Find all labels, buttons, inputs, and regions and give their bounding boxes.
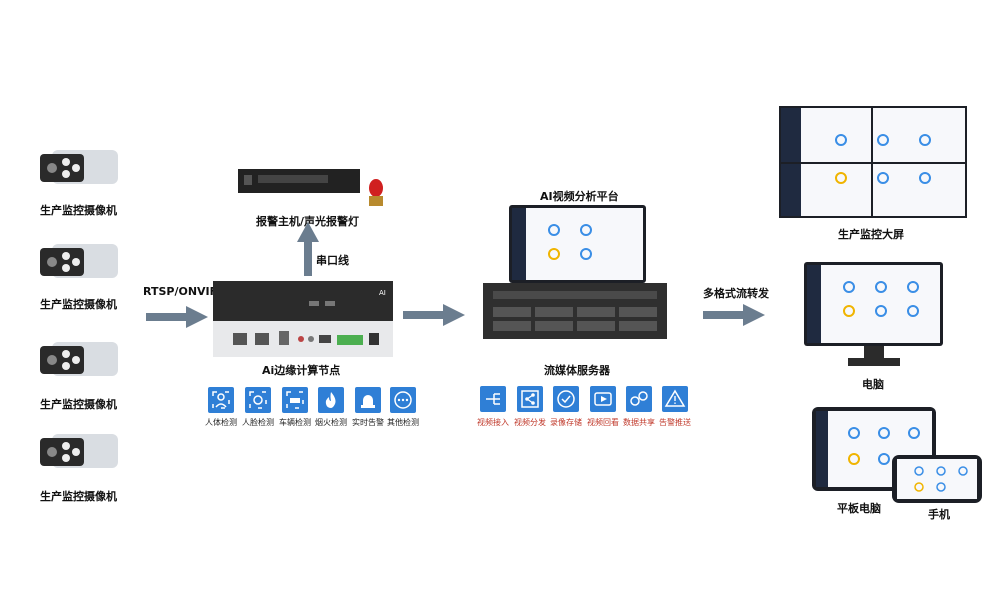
edge-function-label: 人脸检测 (242, 418, 274, 427)
media-server-device (483, 283, 667, 343)
edge-function-label: 人体检测 (205, 418, 237, 427)
alarm-label: 报警主机/声光报警灯 (256, 215, 360, 228)
camera-icon (38, 242, 120, 282)
fire-icon (318, 387, 344, 413)
alarm-host-icon (238, 165, 364, 195)
server-function-label: 告警推送 (659, 418, 691, 427)
server-function-label: 数据共享 (623, 418, 655, 427)
server-function-label: 录像存储 (550, 418, 582, 427)
car-scan-icon (282, 387, 308, 413)
face-scan-icon (245, 387, 271, 413)
platform-screen (509, 205, 646, 283)
server-function-label: 视频分发 (514, 418, 546, 427)
pc-monitor (804, 262, 943, 346)
storage-icon (553, 386, 579, 412)
arrow-right-icon (403, 304, 465, 326)
data-share-icon (626, 386, 652, 412)
camera-label: 生产监控摄像机 (40, 298, 117, 311)
serial-label: 串口线 (316, 254, 349, 267)
edge-node-device: AI (213, 281, 393, 359)
person-scan-icon (208, 387, 234, 413)
edge-function-label: 实时告警 (352, 418, 384, 427)
camera-label: 生产监控摄像机 (40, 398, 117, 411)
tablet-label: 平板电脑 (837, 502, 881, 515)
phone-label: 手机 (928, 508, 950, 521)
playback-icon (590, 386, 616, 412)
server-function-label: 视频回看 (587, 418, 619, 427)
protocol-label: RTSP/ONVIF (143, 285, 218, 298)
big-screen-display (779, 106, 967, 218)
edge-function-label: 烟火检测 (315, 418, 347, 427)
camera-icon (38, 340, 120, 380)
alarm-light-icon (366, 178, 386, 208)
monitor-stand (864, 346, 884, 360)
share-icon (517, 386, 543, 412)
monitor-base (848, 358, 900, 366)
warning-icon (662, 386, 688, 412)
stream-label: 多格式流转发 (703, 287, 769, 300)
alarm-light-icon (355, 387, 381, 413)
camera-label: 生产监控摄像机 (40, 490, 117, 503)
camera-icon (38, 148, 120, 188)
pc-label: 电脑 (862, 378, 884, 391)
edge-function-label: 车辆检测 (279, 418, 311, 427)
platform-label: AI视频分析平台 (540, 190, 619, 203)
edge-node-label: Ai边缘计算节点 (262, 364, 341, 377)
svg-text:AI: AI (379, 289, 386, 297)
edge-function-label: 其他检测 (387, 418, 419, 427)
big-screen-label: 生产监控大屏 (838, 228, 904, 241)
phone-device (892, 455, 982, 503)
more-icon (390, 387, 416, 413)
camera-label: 生产监控摄像机 (40, 204, 117, 217)
arrow-right-icon (146, 306, 208, 328)
server-label: 流媒体服务器 (544, 364, 610, 377)
camera-icon (38, 432, 120, 472)
access-icon (480, 386, 506, 412)
arrow-right-icon (703, 304, 765, 326)
server-function-label: 视频接入 (477, 418, 509, 427)
arrow-up-icon (297, 222, 319, 276)
